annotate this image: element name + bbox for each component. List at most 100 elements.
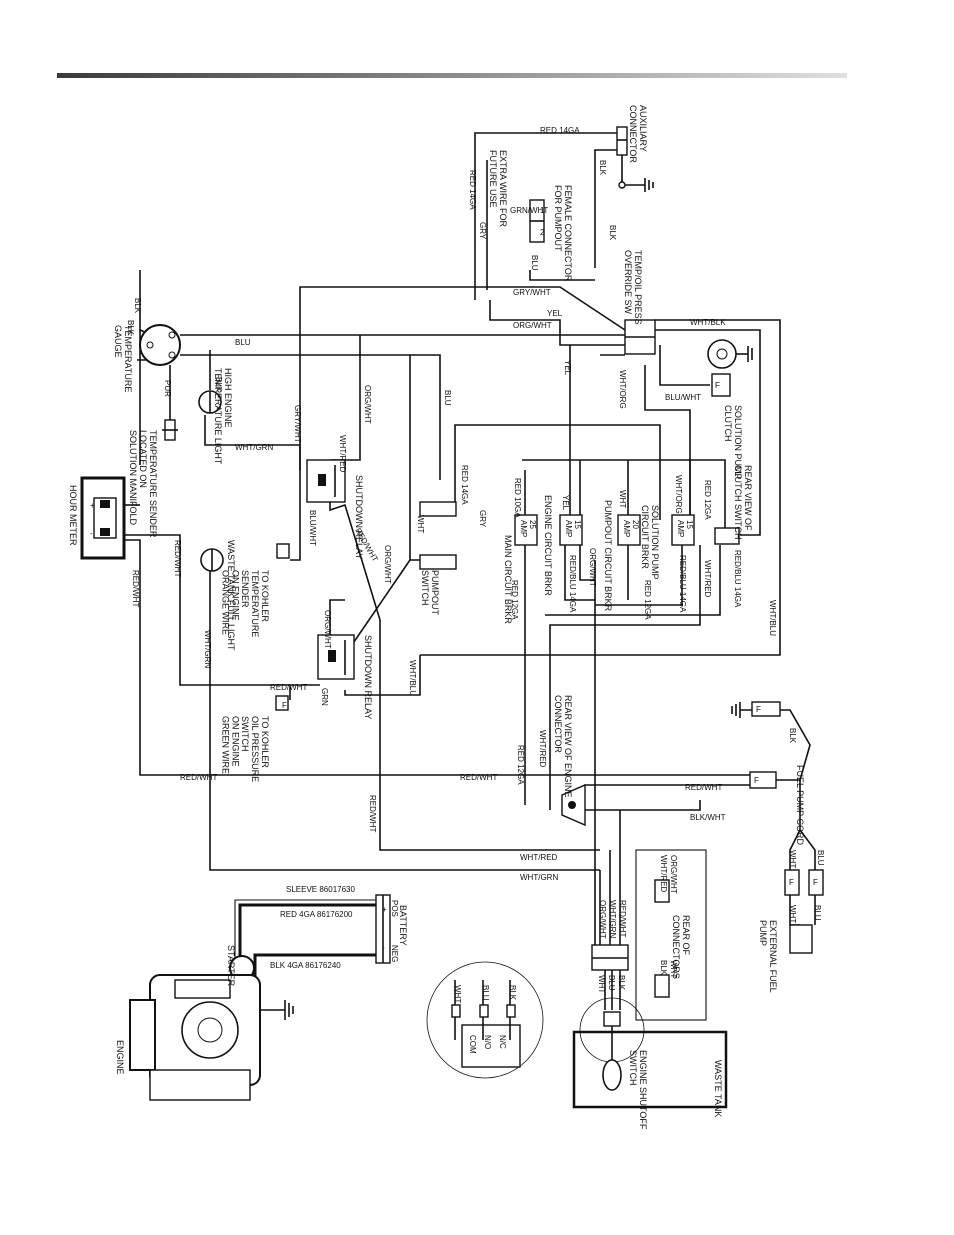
pumpout-switch (419, 501, 457, 570)
wire-wht-fuel (789, 829, 801, 870)
oil-f: F (282, 701, 287, 710)
engine-hub (197, 1017, 223, 1043)
hour-meter-label: HOUR METER (68, 485, 78, 546)
wire-label-red-blu-14ga: RED/BLU 14GA (568, 555, 577, 613)
clutch-switch-body (714, 527, 740, 545)
circuit-breakers (514, 514, 695, 546)
engine-top (174, 979, 231, 999)
cable-red-4ga (238, 903, 380, 960)
switch-detail (426, 961, 544, 1079)
wire-red-wht-fuel (574, 784, 750, 801)
wire-red-14ga-aux (474, 132, 622, 243)
wire-label-blk-hourmeter: BLK (126, 320, 135, 336)
rear-of-connectors-label: REAR OFCONNECTORS (671, 915, 691, 979)
battery-label: BATTERY (398, 905, 408, 946)
high-engine-temp-light (198, 390, 222, 414)
fuel-cord-conn-a (784, 869, 800, 896)
wire-label-blu-mid: BLU (443, 390, 452, 406)
wire-label-blk-fuel: BLK (788, 728, 797, 744)
waste-tank-body (572, 1030, 728, 1109)
wire-label-grn-wht: GRN/WHT (510, 206, 548, 215)
starter-label: STARTER (226, 945, 236, 987)
solution-pump-clutch-label: SOLUTION PUMPCLUTCH (723, 405, 743, 480)
fuel-f-1: F (756, 705, 761, 714)
auxiliary-connector-body (616, 126, 628, 156)
wire-wht-blk (420, 319, 781, 656)
wire-label-wht-red-bkr: WHT/RED (703, 560, 712, 598)
wire-label-wht-red-rear: WHT/RED (659, 855, 668, 893)
wire-label-red-12ga-main: RED 12GA (510, 580, 519, 620)
battery-pos-label: POS (390, 900, 399, 917)
temperature-gauge (139, 324, 181, 366)
battery-neg-label: NEG (390, 945, 399, 962)
engine-connector-label: REAR VIEW OF ENGINECONNECTOR (553, 695, 573, 798)
auxiliary-connector (616, 126, 628, 156)
wire-label-red-12ga-eng: RED 12GA (516, 745, 525, 785)
engine (129, 974, 261, 1101)
wire-label-blk-aux: BLK (598, 160, 607, 176)
hour-meter-term-1 (100, 500, 110, 508)
wire-label-wht-red-low: WHT/RED (520, 853, 558, 862)
wire-label-blk-rear: BLK (659, 960, 668, 976)
fuel-f-3: F (789, 878, 794, 887)
wire-label-red-wht-fuel: RED/WHT (685, 783, 722, 792)
wire-blu-pumpout (529, 270, 595, 281)
blk-4ga-label: BLK 4GA 86176240 (270, 961, 341, 970)
wire-label-red-wht-left: RED/WHT (131, 570, 140, 607)
wire-label-red-wht-long: RED/WHT (180, 773, 217, 782)
rear-connector-bottom (654, 974, 670, 998)
wire-org-wht-bkr (579, 545, 595, 581)
temperature-gauge-label: TEMPERATUREGAUGE (113, 325, 133, 392)
wire-label-org-wht-sw: ORG/WHT (598, 900, 607, 939)
solution-breaker-body (671, 514, 695, 546)
shutdown-relay-bottom-coil (328, 650, 336, 662)
switch-detail-term-2 (479, 1004, 489, 1018)
wire-label-red-14ga-pumpout: RED 14GA (460, 465, 469, 505)
wire-label-wht-blk: WHT/BLK (690, 318, 726, 327)
wire-label-blk-light: BLK (214, 377, 223, 393)
wire-label-yel-bkr: YEL (561, 495, 570, 511)
hour-meter-face (93, 497, 117, 539)
wire-label-red-blu-sol: RED/BLU 14GA (678, 555, 687, 613)
wire-label-blu-pump: BLU (813, 905, 822, 921)
engine-side (129, 999, 156, 1071)
wire-label-wht-grn-left: WHT/GRN (203, 630, 212, 668)
temperature-gauge-term-1 (168, 331, 176, 339)
wire-label-wht-fuel: WHT (788, 850, 797, 868)
wire-label-wht-org-bkr: WHT/ORG (674, 475, 683, 514)
kohler-temp-sender-label: TO KOHLERTEMPERATURESENDERON ENGINEORANG… (220, 570, 270, 637)
kohler-oil-switch-label: TO KOHLEROIL PRESSURESWITCHON ENGINEGREE… (220, 716, 270, 782)
rear-of-connectors-frame (635, 849, 707, 1021)
wire-blk-wht-conn (585, 800, 701, 811)
wire-blk-aux (594, 149, 622, 268)
hour-meter-term-2 (100, 528, 110, 536)
main-breaker-rating: 25AMP (519, 520, 537, 537)
high-engine-temp-light-label: HIGH ENGINETEMPERATURE LIGHT (213, 368, 233, 465)
auxiliary-connector-label: AUXILIARYCONNECTOR (628, 105, 648, 163)
shutoff-switch-head (603, 1011, 621, 1027)
engine-shutoff-switch-label: ENGINE SHUTOFFSWITCH (628, 1050, 648, 1130)
wire-label-12ga: RED 12GA (643, 580, 652, 620)
switch-com-label: COM (468, 1035, 477, 1054)
wire-label-blu-wht-clutch: BLU/WHT (665, 393, 701, 402)
wire-label-org-wht-bkr: ORG/WHT (588, 548, 597, 587)
temperature-gauge-term-3 (146, 341, 154, 349)
pumpout-breaker-rating: 20AMP (622, 520, 640, 537)
wire-label-wht-grn-low: WHT/GRN (520, 873, 558, 882)
battery (375, 894, 391, 964)
fuel-cord-ground (731, 702, 741, 718)
engine-flywheel (181, 1001, 239, 1059)
fuel-pump-cord-label: FUEL PUMP CORD (795, 765, 805, 846)
wire-label-blk-sw: BLK (617, 975, 626, 991)
wire-label-wht-sw: WHT (597, 975, 606, 993)
wire-label-red-wht-mid: RED/WHT (368, 795, 377, 832)
wire-label-blu-sw: BLU (607, 975, 616, 991)
engine-ground (284, 1000, 294, 1020)
labels: AUXILIARYCONNECTOR EXTRA WIRE FORFUTURE … (68, 105, 825, 1130)
shutdown-relay-top (306, 459, 346, 503)
header-rule (57, 73, 847, 78)
wire-label-gry-wht-relay: GRY/WHT (293, 405, 302, 443)
wire-label-gry-pumpout: GRY (478, 510, 487, 528)
pumpout-switch-bottom (419, 554, 457, 570)
fuel-cord-conn-top (751, 701, 781, 717)
